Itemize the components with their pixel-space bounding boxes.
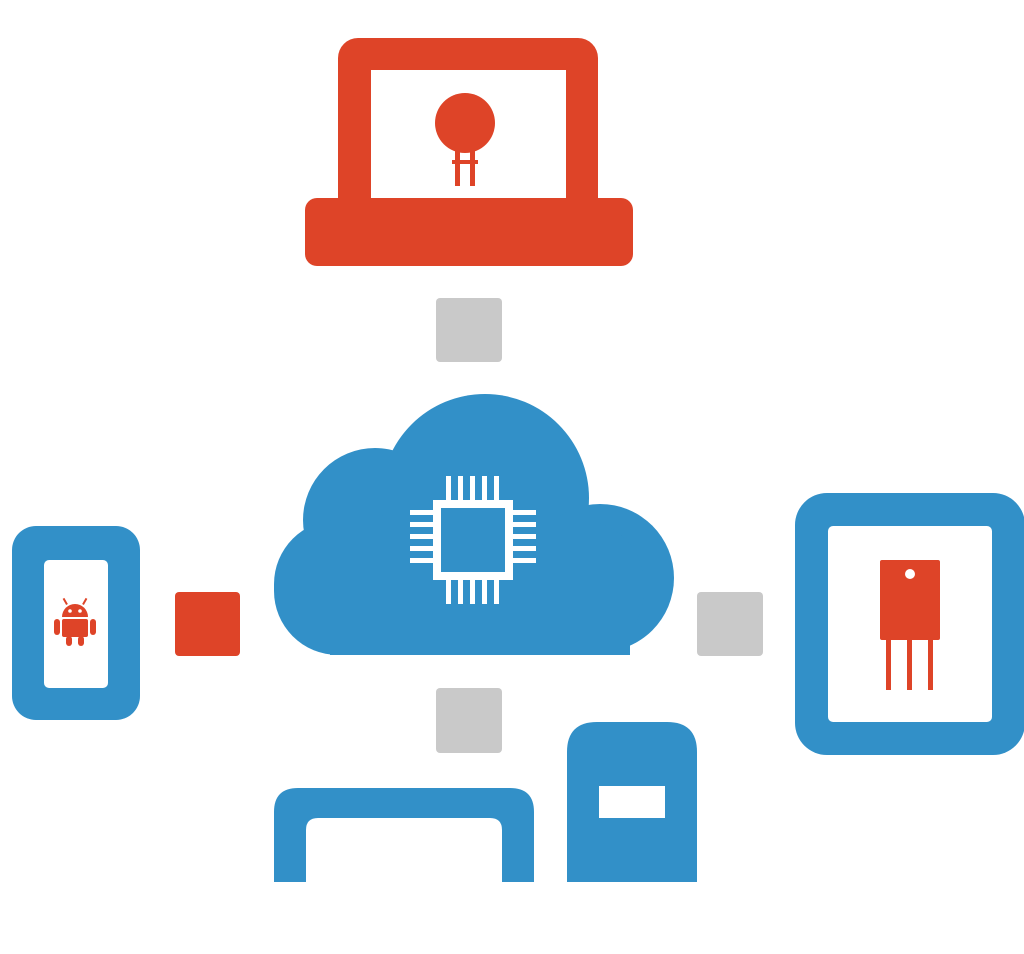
pc-tower-drive-slot: [599, 786, 665, 818]
laptop-node: [305, 38, 633, 266]
laptop-base: [305, 198, 633, 266]
cloud-node: [274, 394, 674, 655]
microchip-icon: [410, 476, 536, 604]
connector-cloud-tablet: [697, 592, 763, 656]
android-icon: [54, 597, 96, 646]
smartphone-node: [12, 526, 140, 720]
thermistor-icon: [435, 93, 495, 186]
desktop-computer-node: [274, 722, 697, 882]
pc-tower-icon: [567, 722, 697, 882]
monitor-frame: [274, 788, 534, 882]
connector-cloud-phone: [175, 592, 240, 656]
connector-cloud-laptop: [436, 298, 502, 362]
transistor-icon: [880, 560, 940, 690]
tablet-node: [795, 493, 1024, 755]
connector-cloud-desktop: [436, 688, 502, 753]
